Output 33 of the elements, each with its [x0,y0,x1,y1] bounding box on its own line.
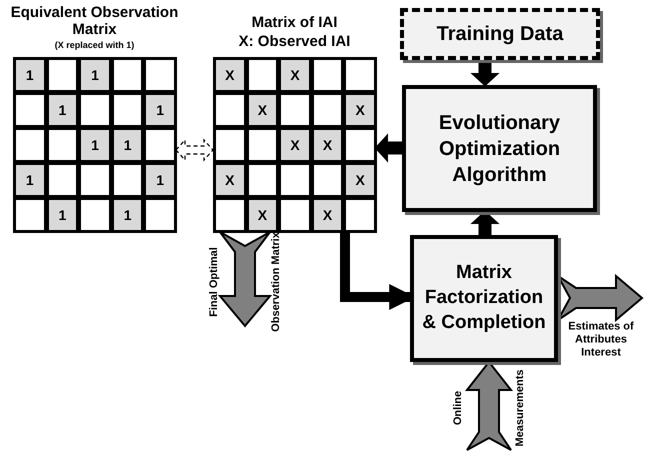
edge-label: Final Optimal Observation Matrix [207,231,283,334]
matrix-title: Matrix of IAI [250,14,338,32]
matrix-cell: 1 [143,162,177,198]
matrix-cell: X [246,92,280,128]
process-box: Evolutionary Optimization Algorithm [402,85,597,212]
matrix-cell: X [213,162,247,198]
matrix-cell: X [310,197,344,233]
matrix-subtitle: (X replaced with 1) [54,40,136,50]
matrix-cell: X [278,127,312,163]
arrow [175,138,214,162]
data-box: Training Data [400,8,600,60]
matrix-cell: 1 [13,162,47,198]
matrix-cell: 1 [143,92,177,128]
matrix-cell: 1 [46,92,80,128]
process-box: Matrix Factorization & Completion [410,235,558,362]
edge-label: Estimates of Attributes Interest [567,320,635,360]
matrix-cell: 1 [78,57,112,93]
matrix-cell: X [343,162,377,198]
matrix-cell: X [278,57,312,93]
matrix-cell: X [213,57,247,93]
matrix-cell: 1 [46,197,80,233]
matrix-title: Equivalent Observation Matrix [10,4,180,38]
matrix-subtitle: X: Observed IAI [238,33,352,50]
matrix-cell: 1 [13,57,47,93]
matrix-cell: 1 [78,127,112,163]
matrix-cell: X [246,197,280,233]
matrix-cell: X [310,127,344,163]
matrix-cell: 1 [110,127,144,163]
arrow [375,133,403,163]
edge-label: Online Measurements [451,368,527,449]
arrow [218,231,272,327]
matrix-cell: X [343,92,377,128]
matrix-cell: 1 [110,197,144,233]
